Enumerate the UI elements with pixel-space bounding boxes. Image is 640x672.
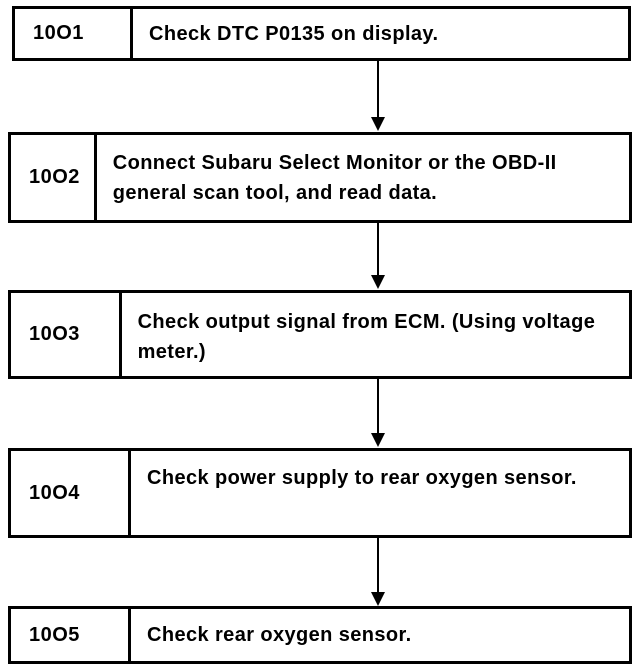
flow-step-4: 10O4 Check power supply to rear oxygen s… — [8, 448, 632, 538]
flow-step-3: 10O3 Check output signal from ECM. (Usin… — [8, 290, 632, 379]
step-text: Check output signal from ECM. (Using vol… — [137, 311, 596, 363]
step-text: Check power supply to rear oxygen sensor… — [147, 467, 577, 489]
step-code: 10O4 — [11, 451, 131, 535]
step-text: Connect Subaru Select Monitor or the OBD… — [112, 152, 557, 204]
flow-arrow-3 — [371, 379, 385, 447]
flow-step-5: 10O5 Check rear oxygen sensor. — [8, 606, 632, 664]
flow-arrow-4 — [371, 538, 385, 606]
step-text: Check rear oxygen sensor. — [147, 624, 412, 646]
step-text: Check DTC P0135 on display. — [149, 22, 439, 45]
flow-step-2: 10O2 Connect Subaru Select Monitor or th… — [8, 132, 632, 223]
flow-arrow-1 — [371, 61, 385, 131]
step-code: 10O5 — [11, 609, 131, 661]
step-code: 10O3 — [11, 293, 122, 376]
flow-arrow-2 — [371, 223, 385, 289]
step-code: 10O2 — [11, 135, 97, 220]
step-code: 10O1 — [15, 9, 133, 58]
flow-step-1: 10O1 Check DTC P0135 on display. — [12, 6, 631, 61]
